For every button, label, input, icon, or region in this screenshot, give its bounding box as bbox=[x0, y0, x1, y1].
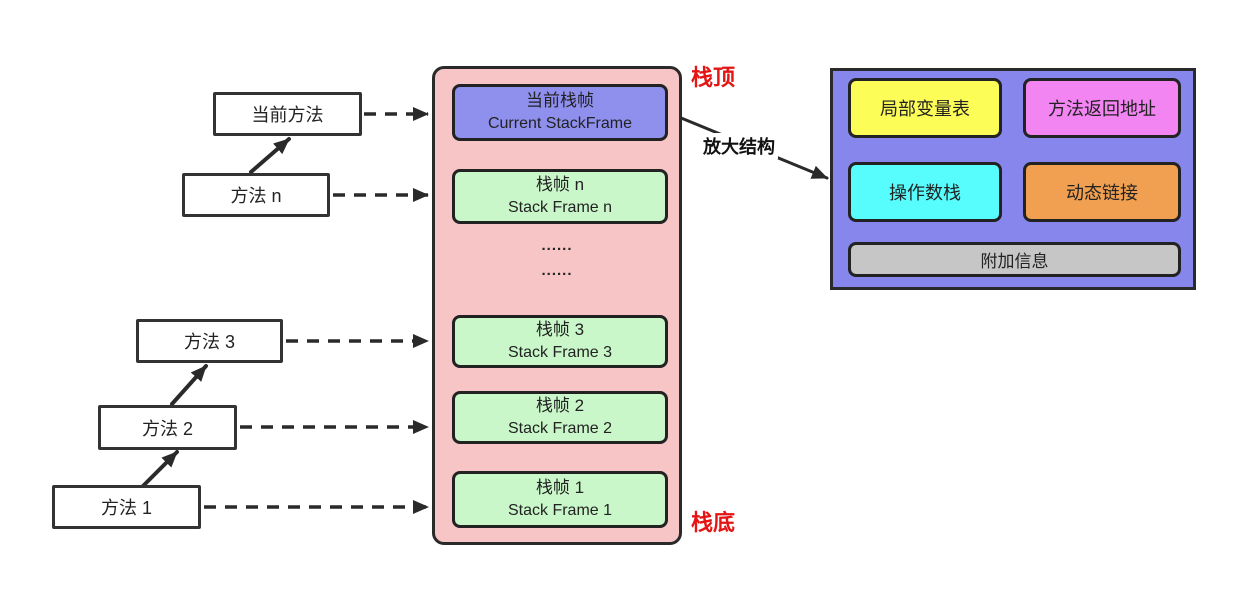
stack-ellipsis-1: ...... bbox=[541, 237, 573, 254]
method-box-n: 方法 n bbox=[182, 173, 330, 217]
call-arrow-method2-to-method3 bbox=[170, 364, 208, 406]
stack-frame-current: 当前栈帧 Current StackFrame bbox=[452, 84, 668, 141]
detail-cell-additional-info-label: 附加信息 bbox=[980, 252, 1049, 271]
detail-cell-dynamic-linking-label: 动态链接 bbox=[1066, 183, 1138, 203]
stack-frame-1-label-zh: 栈帧 1 bbox=[535, 478, 585, 498]
method-box-2: 方法 2 bbox=[98, 405, 237, 450]
call-arrow-methodn-to-current bbox=[249, 137, 291, 174]
detail-cell-local-variable-table: 局部变量表 bbox=[848, 78, 1002, 138]
method-box-1: 方法 1 bbox=[52, 485, 201, 529]
detail-cell-method-return-address-label: 方法返回地址 bbox=[1048, 99, 1156, 119]
stack-frame-n-label-en: Stack Frame n bbox=[507, 199, 613, 217]
stack-frame-3-label-zh: 栈帧 3 bbox=[535, 320, 585, 340]
detail-cell-additional-info: 附加信息 bbox=[848, 242, 1181, 277]
stack-frame-2: 栈帧 2 Stack Frame 2 bbox=[452, 391, 668, 444]
vm-stack-container: 当前栈帧 Current StackFrame 栈帧 n Stack Frame… bbox=[432, 66, 682, 545]
method-box-3-label: 方法 3 bbox=[183, 332, 235, 352]
detail-cell-operand-stack: 操作数栈 bbox=[848, 162, 1002, 222]
stack-frame-3: 栈帧 3 Stack Frame 3 bbox=[452, 315, 668, 368]
method-box-3: 方法 3 bbox=[136, 319, 283, 363]
stack-frame-1: 栈帧 1 Stack Frame 1 bbox=[452, 471, 668, 528]
detail-cell-method-return-address: 方法返回地址 bbox=[1023, 78, 1181, 138]
detail-cell-operand-stack-label: 操作数栈 bbox=[889, 183, 961, 203]
stack-ellipsis-2: ...... bbox=[541, 262, 573, 279]
stack-frame-2-label-zh: 栈帧 2 bbox=[535, 396, 585, 416]
stack-frame-current-label-zh: 当前栈帧 bbox=[526, 91, 594, 111]
stack-frame-n: 栈帧 n Stack Frame n bbox=[452, 169, 668, 224]
stack-top-label: 栈顶 bbox=[691, 65, 736, 90]
method-box-current: 当前方法 bbox=[213, 92, 362, 136]
stack-frame-detail-box: 局部变量表 方法返回地址 操作数栈 动态链接 附加信息 bbox=[830, 68, 1196, 290]
stack-frame-3-label-en: Stack Frame 3 bbox=[507, 344, 613, 362]
detail-cell-dynamic-linking: 动态链接 bbox=[1023, 162, 1181, 222]
stack-frame-current-label-en: Current StackFrame bbox=[487, 115, 633, 133]
detail-cell-local-variable-table-label: 局部变量表 bbox=[880, 99, 970, 119]
call-arrow-method1-to-method2 bbox=[141, 450, 179, 488]
method-box-2-label: 方法 2 bbox=[141, 418, 193, 439]
method-box-1-label: 方法 1 bbox=[100, 498, 152, 518]
stack-bottom-label: 栈底 bbox=[691, 510, 736, 535]
method-box-current-label: 当前方法 bbox=[251, 105, 324, 125]
zoom-structure-label: 放大结构 bbox=[700, 133, 778, 159]
method-box-n-label: 方法 n bbox=[230, 186, 282, 206]
stack-frame-n-label-zh: 栈帧 n bbox=[535, 175, 585, 195]
stack-frame-2-label-en: Stack Frame 2 bbox=[507, 420, 613, 438]
stack-frame-1-label-en: Stack Frame 1 bbox=[507, 502, 613, 520]
